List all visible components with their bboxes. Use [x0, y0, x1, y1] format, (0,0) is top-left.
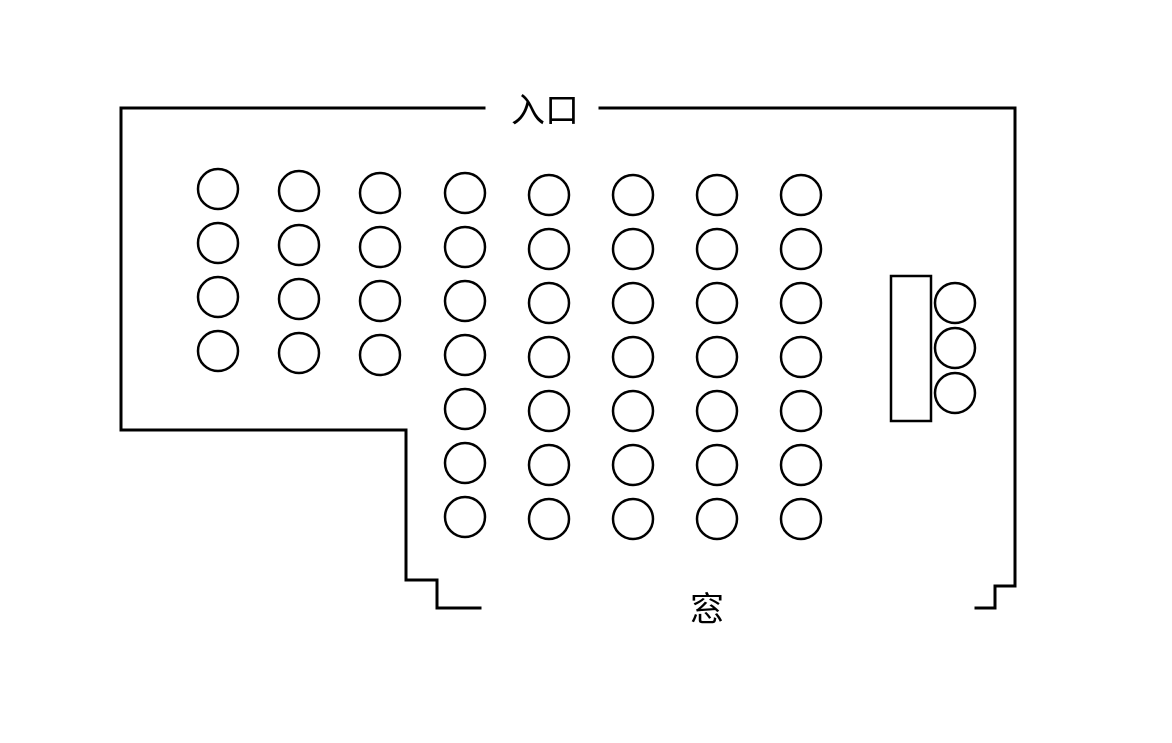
seat [527, 443, 571, 487]
seat [358, 171, 402, 215]
seat [779, 173, 823, 217]
seat [443, 333, 487, 377]
seat [695, 173, 739, 217]
seat [527, 335, 571, 379]
wall-top-left [119, 106, 486, 610]
seat [443, 279, 487, 323]
seat [527, 389, 571, 433]
seat [358, 225, 402, 269]
seat [443, 225, 487, 269]
seat [527, 227, 571, 271]
seat [443, 495, 487, 539]
seat [527, 281, 571, 325]
teacher-area [889, 274, 977, 423]
seat [527, 173, 571, 217]
seat [695, 443, 739, 487]
seat [611, 227, 655, 271]
seat [779, 443, 823, 487]
front-seat [933, 281, 977, 325]
seat [277, 169, 321, 213]
seat [358, 333, 402, 377]
seat [779, 389, 823, 433]
entrance-label: 入口 [511, 91, 579, 131]
seat [695, 335, 739, 379]
seat [611, 335, 655, 379]
left-seat-block [196, 167, 402, 377]
teacher-desk [889, 274, 933, 423]
seat [611, 389, 655, 433]
wall-top-right [598, 106, 1017, 588]
seat [695, 227, 739, 271]
seat [779, 281, 823, 325]
seat [443, 171, 487, 215]
main-seat-block [443, 171, 823, 541]
seat [779, 497, 823, 541]
seat [611, 281, 655, 325]
seat [196, 221, 240, 265]
seat [695, 281, 739, 325]
seat [443, 387, 487, 431]
seat [695, 389, 739, 433]
front-seats [933, 281, 977, 415]
seat [695, 497, 739, 541]
front-seat [933, 371, 977, 415]
seat [196, 167, 240, 211]
seat [277, 277, 321, 321]
seat [196, 329, 240, 373]
seat [779, 227, 823, 271]
seat [443, 441, 487, 485]
seat [277, 331, 321, 375]
wall-bottom-right-step [974, 584, 1017, 610]
seat [527, 497, 571, 541]
front-seat [933, 326, 977, 370]
seat [611, 497, 655, 541]
seat [358, 279, 402, 323]
seat [196, 275, 240, 319]
seat [277, 223, 321, 267]
seat [779, 335, 823, 379]
room-walls [119, 106, 1017, 610]
window-label: 窓 [690, 590, 724, 630]
seat [611, 443, 655, 487]
seat [611, 173, 655, 217]
